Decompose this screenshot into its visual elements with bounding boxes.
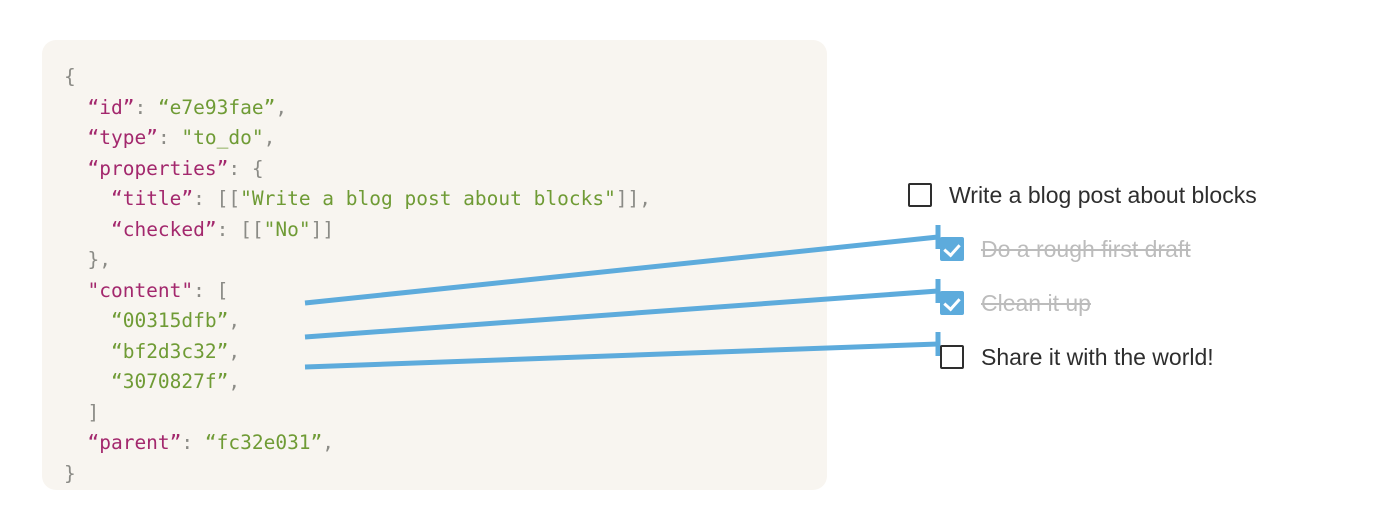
code-token-punct: ,: [228, 370, 241, 393]
code-line: “3070827f”,: [64, 367, 651, 398]
code-line: {: [64, 62, 651, 93]
code-token-str: “00315dfb”: [110, 309, 229, 332]
code-token-key: “checked”: [110, 217, 217, 241]
code-token-str: “fc32e031”: [204, 431, 323, 454]
code-line: "content": [: [64, 276, 651, 307]
checkbox-checked-icon[interactable]: [940, 291, 964, 315]
code-line: “properties”: {: [64, 154, 651, 185]
code-token-punct: :: [181, 431, 205, 454]
code-token-str: “3070827f”: [110, 370, 229, 393]
code-line: “bf2d3c32”,: [64, 337, 651, 368]
checkbox-unchecked-icon[interactable]: [908, 183, 932, 207]
code-token-punct: ,: [228, 339, 241, 363]
code-token-key: “id”: [87, 95, 135, 119]
json-code-panel: { “id”: “e7e93fae”, “type”: "to_do", “pr…: [42, 40, 827, 490]
code-token-punct: ]]: [310, 217, 335, 241]
checkbox-unchecked-icon[interactable]: [940, 345, 964, 369]
code-token-punct: ]],: [615, 187, 652, 210]
checkbox-checked-icon[interactable]: [940, 237, 964, 261]
code-token-key: "content": [87, 278, 194, 302]
code-line: “parent”: “fc32e031”,: [64, 428, 651, 459]
code-token-key: “title”: [110, 187, 194, 210]
code-token-str: "No": [263, 217, 311, 241]
code-line: “00315dfb”,: [64, 306, 651, 337]
todo-item[interactable]: Do a rough first draft: [940, 222, 1378, 276]
code-token-punct: ]: [87, 400, 100, 424]
code-token-punct: ,: [275, 95, 288, 119]
code-line: “type”: "to_do",: [64, 123, 651, 154]
code-token-punct: : {: [228, 156, 264, 180]
json-code-text: { “id”: “e7e93fae”, “type”: "to_do", “pr…: [64, 62, 651, 489]
code-token-punct: : [: [193, 278, 229, 302]
code-token-punct: :: [134, 95, 158, 119]
code-token-punct: ,: [228, 309, 241, 332]
code-token-punct: ,: [263, 126, 276, 149]
todo-item[interactable]: Write a blog post about blocks: [908, 168, 1378, 222]
todo-item-label: Write a blog post about blocks: [949, 181, 1257, 208]
code-line: “checked”: [["No"]]: [64, 215, 651, 246]
todo-item-label: Clean it up: [981, 289, 1091, 316]
code-token-str: “bf2d3c32”: [110, 339, 229, 363]
code-line: },: [64, 245, 651, 276]
todo-item-label: Do a rough first draft: [981, 235, 1191, 262]
code-token-punct: {: [64, 65, 76, 88]
code-token-punct: : [[: [193, 187, 241, 210]
code-line: “id”: “e7e93fae”,: [64, 93, 651, 124]
code-token-punct: ,: [322, 431, 335, 454]
code-token-str: “e7e93fae”: [157, 95, 276, 119]
todo-item[interactable]: Clean it up: [940, 276, 1378, 330]
code-token-punct: }: [64, 461, 76, 485]
code-token-key: “properties”: [87, 156, 229, 180]
code-token-punct: },: [87, 248, 111, 271]
code-token-str: "Write a blog post about blocks": [240, 187, 616, 210]
code-line: }: [64, 459, 651, 490]
code-token-key: “parent”: [87, 431, 182, 454]
code-line: “title”: [["Write a blog post about bloc…: [64, 184, 651, 215]
todo-item-label: Share it with the world!: [981, 343, 1214, 370]
todo-item[interactable]: Share it with the world!: [940, 330, 1378, 384]
todo-checklist: Write a blog post about blocks Do a rough…: [908, 168, 1378, 384]
code-token-punct: : [[: [216, 217, 264, 241]
code-token-str: "to_do": [181, 126, 264, 149]
code-token-key: “type”: [87, 126, 158, 149]
code-line: ]: [64, 398, 651, 429]
code-token-punct: :: [157, 126, 182, 149]
